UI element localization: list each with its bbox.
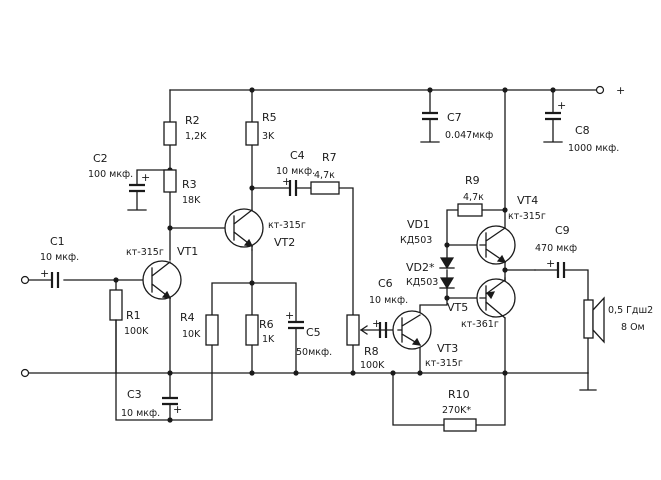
resistor-r1: R1 100K xyxy=(109,289,149,374)
capacitor-c9: + C9 470 мкф xyxy=(535,224,577,278)
svg-text:270K*: 270K* xyxy=(442,405,471,416)
svg-text:VT2: VT2 xyxy=(274,236,295,249)
svg-text:C8: C8 xyxy=(575,124,590,137)
resistor-r3: R3 18K xyxy=(163,169,201,206)
svg-text:КД503: КД503 xyxy=(406,277,438,288)
supply-plus-label: + xyxy=(616,84,625,97)
resistor-r10: R10 270K* xyxy=(442,388,477,432)
resistor-r5: R5 3K xyxy=(245,111,277,146)
svg-text:3K: 3K xyxy=(262,131,275,142)
resistor-r4: R4 10K xyxy=(180,311,219,346)
svg-text:10 мкф.: 10 мкф. xyxy=(369,295,408,306)
svg-text:1000 мкф.: 1000 мкф. xyxy=(568,143,619,154)
capacitor-c8: + C8 1000 мкф. xyxy=(545,99,619,154)
svg-text:КД503: КД503 xyxy=(400,235,432,246)
svg-text:100 мкф.: 100 мкф. xyxy=(88,169,133,180)
svg-text:+: + xyxy=(372,317,381,330)
resistor-r9: R9 4,7к xyxy=(457,174,484,217)
capacitor-c4: + C4 10 мкф. xyxy=(276,149,315,196)
svg-text:+: + xyxy=(557,99,566,112)
svg-text:100K: 100K xyxy=(124,326,149,337)
transistor-vt2: VT2 кт-315г xyxy=(224,208,306,251)
resistor-r6: R6 1K xyxy=(245,314,275,346)
svg-text:18K: 18K xyxy=(182,195,201,206)
svg-text:кт-315г: кт-315г xyxy=(425,358,463,369)
potentiometer-r8: R8 100K xyxy=(346,314,385,371)
svg-text:1K: 1K xyxy=(262,334,275,345)
svg-text:кт-361г: кт-361г xyxy=(461,319,499,330)
svg-text:+: + xyxy=(546,257,555,270)
svg-text:VT1: VT1 xyxy=(177,245,198,258)
transistor-vt1: VT1 кт-315г xyxy=(126,245,198,300)
svg-text:R9: R9 xyxy=(465,174,480,187)
capacitor-c5: + C5 50мкф. xyxy=(285,309,332,358)
transistor-vt3: VT3 кт-315г xyxy=(392,310,463,369)
svg-text:C9: C9 xyxy=(555,224,570,237)
supply-terminal xyxy=(595,85,605,95)
svg-text:R1: R1 xyxy=(126,309,141,322)
svg-text:R3: R3 xyxy=(182,178,197,191)
capacitor-c2: + C2 100 мкф. xyxy=(88,152,150,193)
svg-text:4,7к: 4,7к xyxy=(314,170,335,181)
ground-terminal xyxy=(20,368,30,378)
svg-text:10 мкф.: 10 мкф. xyxy=(40,252,79,263)
svg-text:C1: C1 xyxy=(50,235,65,248)
svg-text:C2: C2 xyxy=(93,152,108,165)
svg-text:C3: C3 xyxy=(127,388,142,401)
svg-text:100K: 100K xyxy=(360,360,385,371)
svg-text:C4: C4 xyxy=(290,149,305,162)
svg-text:VD2*: VD2* xyxy=(406,261,435,274)
wires xyxy=(27,89,597,426)
diode-vd1: VD1 КД503 xyxy=(400,218,455,270)
svg-text:C6: C6 xyxy=(378,277,393,290)
resistor-r7: R7 4,7к xyxy=(310,151,340,195)
svg-text:R8: R8 xyxy=(364,345,379,358)
svg-text:C5: C5 xyxy=(306,326,321,339)
svg-text:C7: C7 xyxy=(447,111,462,124)
capacitor-c1: + C1 10 мкф. xyxy=(40,235,79,288)
svg-text:+: + xyxy=(141,171,150,184)
svg-text:470 мкф: 470 мкф xyxy=(535,243,577,254)
svg-text:VD1: VD1 xyxy=(407,218,430,231)
junctions xyxy=(113,87,556,423)
svg-text:8 Ом: 8 Ом xyxy=(621,322,645,333)
svg-text:R4: R4 xyxy=(180,311,195,324)
capacitor-c6: + C6 10 мкф. xyxy=(369,277,408,338)
svg-text:кт-315г: кт-315г xyxy=(508,211,546,222)
svg-text:1,2K: 1,2K xyxy=(185,131,207,142)
capacitor-c7: C7 0.047мкф xyxy=(422,111,493,141)
svg-text:R10: R10 xyxy=(448,388,470,401)
svg-text:+: + xyxy=(173,403,182,416)
input-terminal xyxy=(20,275,30,285)
svg-text:50мкф.: 50мкф. xyxy=(296,347,332,358)
transistor-vt5: VT5 кт-361г xyxy=(447,277,516,330)
diode-vd2: VD2* КД503 xyxy=(406,261,455,290)
svg-text:R2: R2 xyxy=(185,114,200,127)
transistor-vt4: VT4 кт-315г xyxy=(476,194,546,265)
svg-text:10 мкф.: 10 мкф. xyxy=(121,408,160,419)
svg-text:VT5: VT5 xyxy=(447,301,468,314)
capacitor-c3: + C3 10 мкф. xyxy=(121,388,182,419)
svg-text:10K: 10K xyxy=(182,329,201,340)
terminals: + xyxy=(20,84,625,378)
svg-text:VT4: VT4 xyxy=(517,194,538,207)
svg-text:R7: R7 xyxy=(322,151,337,164)
svg-text:4,7к: 4,7к xyxy=(463,192,484,203)
svg-text:10 мкф.: 10 мкф. xyxy=(276,166,315,177)
svg-text:0.047мкф: 0.047мкф xyxy=(445,130,493,141)
svg-text:R6: R6 xyxy=(259,318,274,331)
svg-text:+: + xyxy=(285,309,294,322)
svg-text:R5: R5 xyxy=(262,111,277,124)
svg-text:VT3: VT3 xyxy=(437,342,458,355)
speaker: 0,5 Гдш2 8 Ом xyxy=(583,296,653,344)
svg-text:кт-315г: кт-315г xyxy=(268,220,306,231)
resistor-r2: R2 1,2K xyxy=(163,114,207,146)
svg-text:+: + xyxy=(282,175,291,188)
svg-text:+: + xyxy=(40,267,49,280)
svg-text:кт-315г: кт-315г xyxy=(126,247,164,258)
svg-text:0,5 Гдш2: 0,5 Гдш2 xyxy=(608,305,653,316)
